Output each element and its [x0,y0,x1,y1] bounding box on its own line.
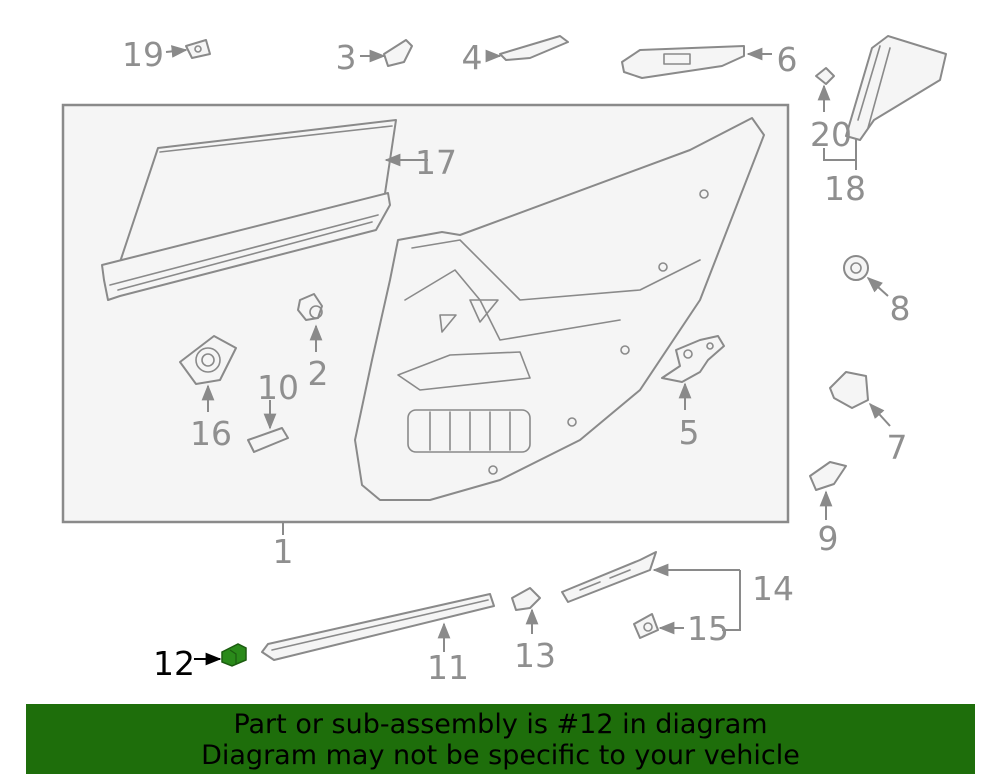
part-19-clip[interactable] [185,39,211,59]
part-12-highlighted-clip[interactable] [221,643,247,667]
part-5-inside-handle[interactable] [661,335,725,383]
label-2: 2 [308,354,329,393]
label-3: 3 [336,38,357,77]
label-1: 1 [273,532,294,571]
label-18: 18 [824,169,866,208]
part-16-speaker[interactable] [179,335,237,385]
part-7-bracket[interactable] [829,371,869,409]
label-8: 8 [890,289,911,328]
label-13: 13 [514,636,556,675]
label-10: 10 [257,368,299,407]
banner-line-2: Diagram may not be specific to your vehi… [201,740,800,771]
part-3-garnish[interactable] [383,39,413,67]
label-9: 9 [818,519,839,558]
label-20: 20 [810,115,852,154]
part-2-clip[interactable] [297,293,323,321]
label-7: 7 [887,428,908,467]
part-18-pillar-garnish[interactable] [845,35,947,141]
part-8-grommet[interactable] [843,255,869,281]
label-19: 19 [122,35,164,74]
label-12: 12 [153,644,195,683]
part-13-clip[interactable] [511,587,541,611]
part-14-bracket[interactable] [561,551,657,603]
label-11: 11 [427,648,469,687]
part-4-trim-strip[interactable] [499,35,569,61]
label-6: 6 [777,40,798,79]
part-10-pad[interactable] [247,427,289,453]
label-14: 14 [752,569,794,608]
part-6-switch-panel[interactable] [621,45,745,79]
info-banner: Part or sub-assembly is #12 in diagram D… [26,704,975,774]
label-5: 5 [679,413,700,452]
part-9-clip[interactable] [809,461,847,491]
part-11-moulding[interactable] [261,593,495,661]
label-16: 16 [190,414,232,453]
door-trim-panel [354,117,765,501]
part-17-sunshade[interactable] [101,119,397,301]
label-4: 4 [462,38,483,77]
label-17: 17 [415,143,457,182]
label-15: 15 [687,609,729,648]
part-20-clip[interactable] [815,67,835,85]
banner-line-1: Part or sub-assembly is #12 in diagram [233,709,768,740]
part-15-clip[interactable] [633,613,659,639]
